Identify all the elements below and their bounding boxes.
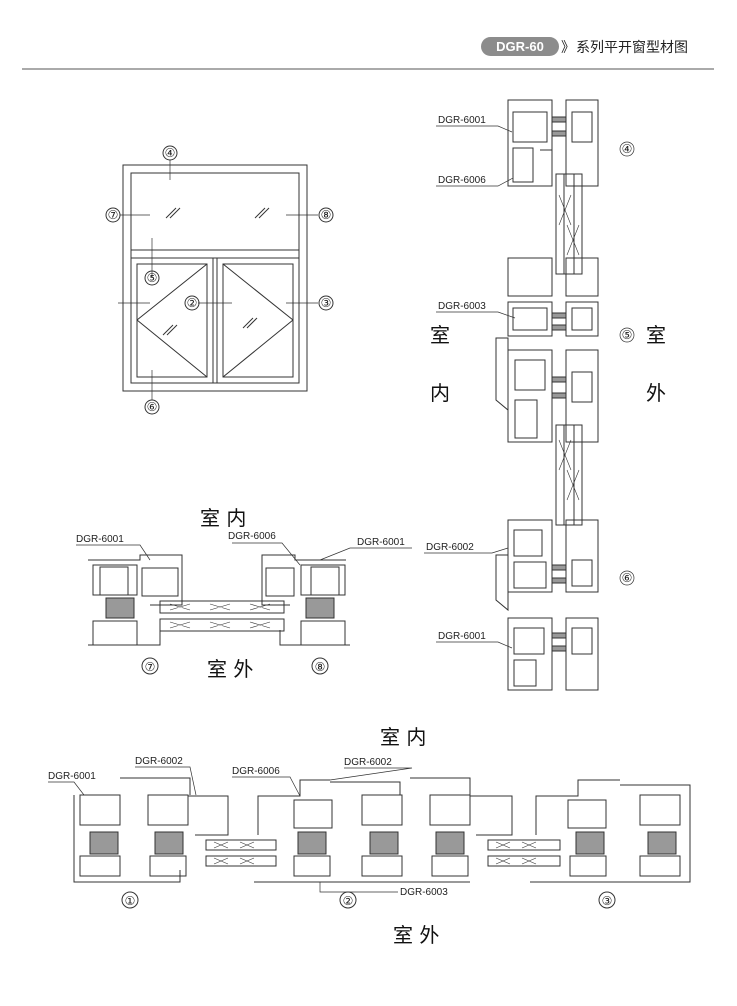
callout-4: ④ bbox=[165, 146, 176, 160]
mid-label-dgr-6006: DGR-6006 bbox=[228, 531, 276, 542]
mid-outdoor-label: 室 外 bbox=[207, 657, 253, 681]
callout-6-section: ⑥ bbox=[622, 571, 633, 585]
mid-section-labels: 室 内 室 外 DGR-6001 DGR-6006 DGR-6001 ⑦ ⑧ bbox=[76, 506, 405, 681]
callout-2-bottom: ② bbox=[343, 894, 354, 908]
elevation-callouts: ④ ⑦ ⑧ ⑤ ② ③ ⑥ bbox=[108, 146, 332, 414]
bottom-outdoor-label: 室 外 bbox=[393, 923, 439, 947]
callout-1-bottom: ① bbox=[125, 894, 136, 908]
outdoor-label-2: 外 bbox=[646, 381, 666, 405]
bottom-label-dgr-6002-left: DGR-6002 bbox=[135, 756, 183, 767]
header-chevrons: 》 bbox=[561, 40, 575, 56]
page-title: 系列平开窗型材图 bbox=[576, 39, 688, 56]
callout-2: ② bbox=[187, 296, 198, 310]
label-dgr-6006: DGR-6006 bbox=[438, 175, 486, 186]
bottom-indoor-label: 室 内 bbox=[380, 725, 426, 749]
mid-indoor-label: 室 内 bbox=[200, 506, 246, 530]
label-dgr-6001-top: DGR-6001 bbox=[438, 115, 486, 126]
callout-3-bottom: ③ bbox=[602, 894, 613, 908]
window-elevation bbox=[105, 145, 334, 415]
label-dgr-6001-bottom: DGR-6001 bbox=[438, 631, 486, 642]
vertical-section-profiles bbox=[495, 99, 599, 691]
bottom-label-dgr-6002-right: DGR-6002 bbox=[344, 757, 392, 768]
series-badge-text: DGR-60 bbox=[496, 39, 544, 54]
callout-3: ③ bbox=[321, 296, 332, 310]
callout-8-mid: ⑧ bbox=[315, 660, 326, 674]
callout-5-section: ⑤ bbox=[622, 328, 633, 342]
mid-label-dgr-6001-left: DGR-6001 bbox=[76, 534, 124, 545]
label-dgr-6002: DGR-6002 bbox=[426, 542, 474, 553]
vertical-section-labels: DGR-6001 DGR-6006 DGR-6003 DGR-6002 DGR-… bbox=[426, 115, 666, 642]
mid-label-dgr-6001-right: DGR-6001 bbox=[357, 537, 405, 548]
label-dgr-6003: DGR-6003 bbox=[438, 301, 486, 312]
mid-section-profiles bbox=[76, 542, 412, 675]
callout-6: ⑥ bbox=[147, 400, 158, 414]
bottom-label-dgr-6003: DGR-6003 bbox=[400, 887, 448, 898]
callout-4-section: ④ bbox=[622, 142, 633, 156]
bottom-section-labels: 室 内 室 外 DGR-6001 DGR-6002 DGR-6006 DGR-6… bbox=[48, 725, 612, 947]
callout-7-mid: ⑦ bbox=[145, 660, 156, 674]
indoor-label-2: 内 bbox=[430, 381, 450, 405]
vertical-section-leaders bbox=[424, 125, 635, 649]
indoor-label-1: 室 bbox=[430, 323, 450, 347]
callout-8: ⑧ bbox=[321, 208, 332, 222]
bottom-section-profiles bbox=[48, 766, 691, 909]
series-badge bbox=[481, 37, 559, 56]
header: DGR-60 》 系列平开窗型材图 bbox=[22, 37, 714, 70]
bottom-label-dgr-6006: DGR-6006 bbox=[232, 766, 280, 777]
callout-5: ⑤ bbox=[147, 271, 158, 285]
outdoor-label-1: 室 bbox=[646, 323, 666, 347]
callout-7: ⑦ bbox=[108, 208, 119, 222]
bottom-label-dgr-6001: DGR-6001 bbox=[48, 771, 96, 782]
